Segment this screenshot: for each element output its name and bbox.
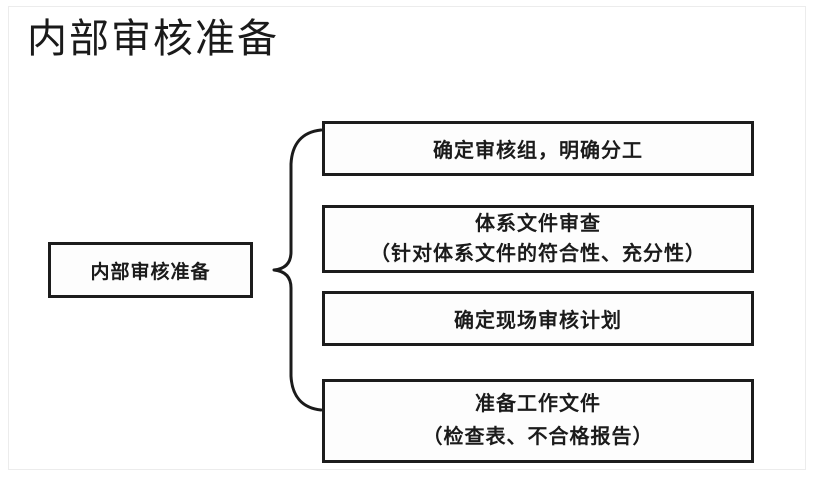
leaf-node-3-lines: 准备工作文件 （检查表、不合格报告） [325,388,751,454]
root-node-label: 内部审核准备 [90,261,211,283]
root-node-internal-audit-preparation: 内部审核准备 [48,242,253,298]
leaf-node-0: 确定审核组，明确分工 [322,121,754,176]
leaf-node-3-line-0: 准备工作文件 [475,393,601,415]
leaf-node-1-line-1: （针对体系文件的符合性、充分性） [370,243,706,265]
leaf-node-0-lines: 确定审核组，明确分工 [325,134,751,163]
leaf-node-2-lines: 确定现场审核计划 [325,304,751,333]
leaf-node-3-line-1: （检查表、不合格报告） [422,426,654,448]
leaf-node-1: 体系文件审查 （针对体系文件的符合性、充分性） [322,205,754,273]
page-title: 内部审核准备 [27,16,279,61]
leaf-node-1-line-0: 体系文件审查 [475,213,601,235]
leaf-node-3: 准备工作文件 （检查表、不合格报告） [322,379,754,463]
leaf-node-0-line-0: 确定审核组，明确分工 [433,140,643,162]
root-node-lines: 内部审核准备 [51,257,250,284]
leaf-node-1-lines: 体系文件审查 （针对体系文件的符合性、充分性） [325,209,751,269]
leaf-node-2: 确定现场审核计划 [322,291,754,346]
leaf-node-2-line-0: 确定现场审核计划 [454,310,622,332]
curly-brace-icon [272,128,323,412]
